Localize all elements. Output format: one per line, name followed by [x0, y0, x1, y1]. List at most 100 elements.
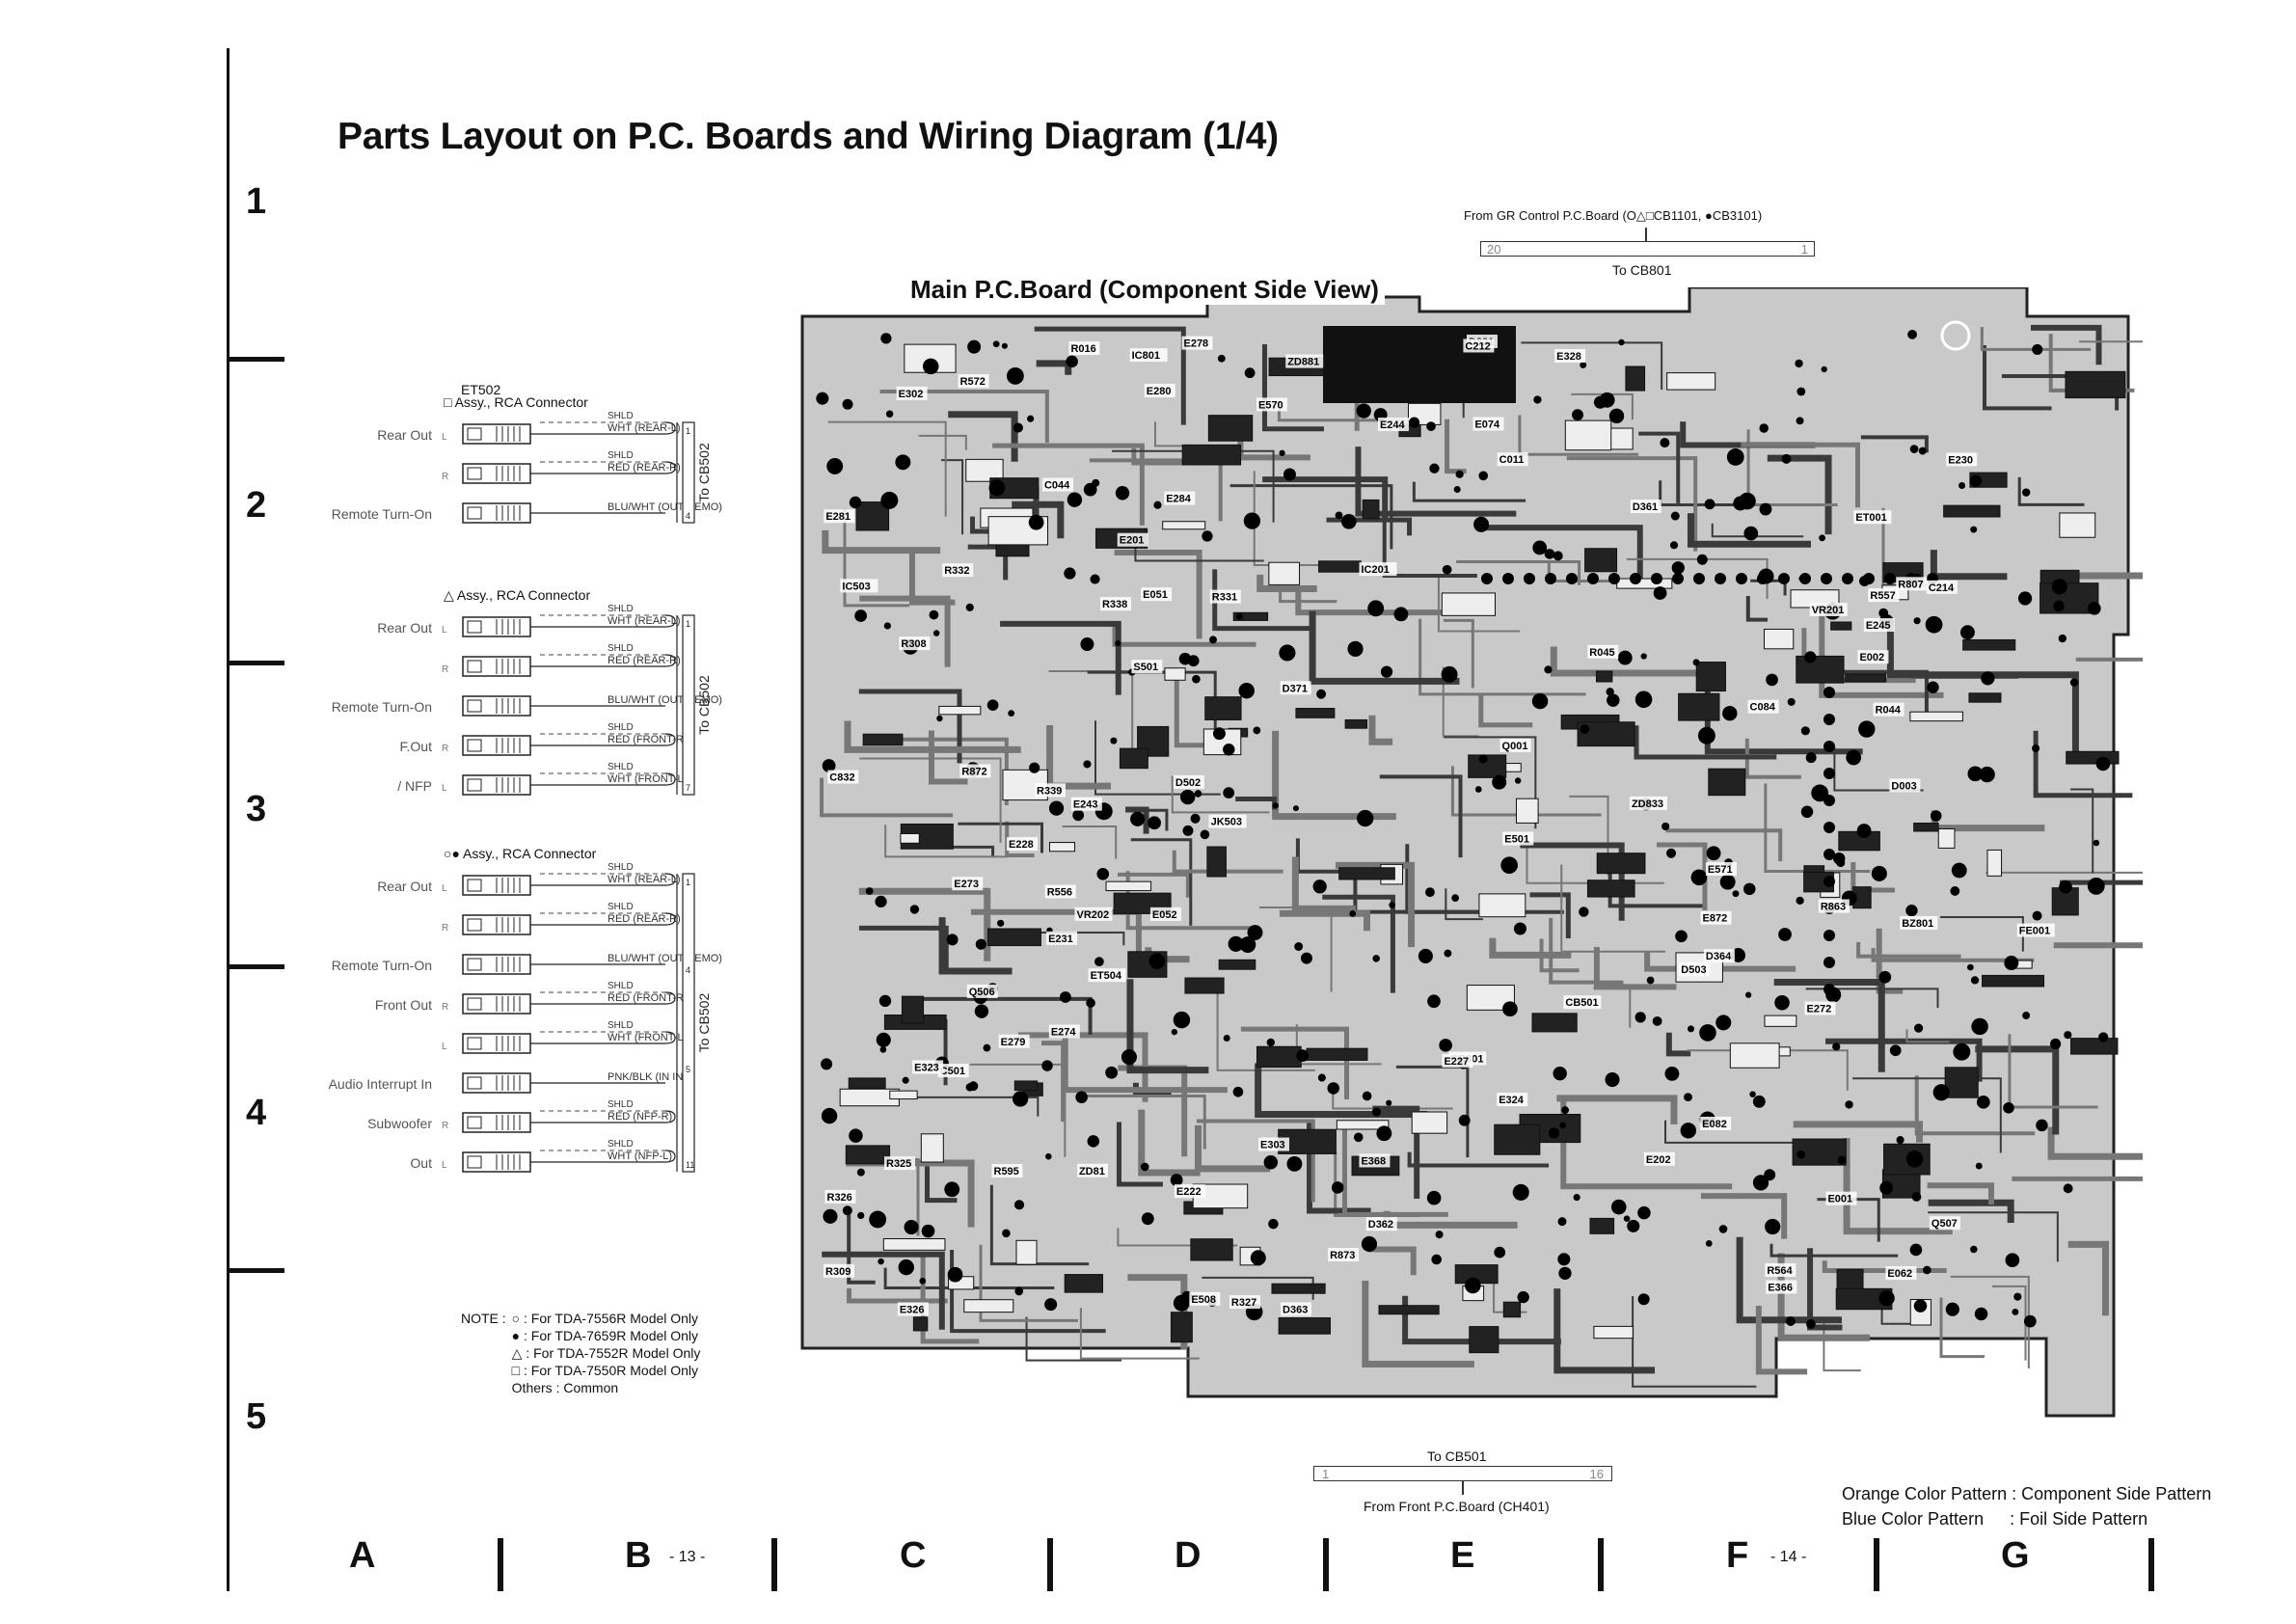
column-letter-e: E	[1450, 1535, 1475, 1576]
component-label: R308	[901, 638, 926, 650]
bottom-connector-strip: 1 16	[1313, 1466, 1612, 1481]
component-label: E245	[1866, 620, 1891, 632]
row-divider	[227, 661, 284, 665]
connector-side: R	[442, 664, 448, 675]
column-divider	[1874, 1538, 1879, 1591]
connector-label: Subwoofer	[367, 1116, 432, 1131]
component-label: E002	[1859, 652, 1884, 663]
pin-number: 4	[686, 965, 690, 975]
component-label: C501	[940, 1066, 965, 1077]
top-connector-pin-right: 1	[1800, 242, 1808, 257]
component-label: C044	[1044, 480, 1070, 492]
cb502-plug	[682, 421, 695, 524]
top-connector-source: From GR Control P.C.Board (O△□CB1101, ●C…	[1464, 208, 1763, 223]
shield-loop	[664, 772, 676, 786]
rca-plug-tip	[467, 660, 482, 673]
board-solder-pads	[816, 329, 2111, 1329]
connector-side: R	[442, 1002, 448, 1013]
component-label: E202	[1646, 1154, 1671, 1166]
component-label: R595	[994, 1166, 1019, 1177]
component-label: VR201	[1812, 605, 1845, 616]
component-label: C832	[829, 772, 854, 784]
wire-label: BLU/WHT (OUT-REMO)	[608, 953, 722, 964]
bottom-connector-source: From Front P.C.Board (CH401)	[1364, 1499, 1550, 1514]
shield-loop	[664, 421, 676, 435]
component-label: R331	[1212, 592, 1237, 604]
assembly-title: □ Assy., RCA Connector	[444, 395, 588, 410]
rca-plug-tip	[467, 997, 482, 1011]
connector-side: R	[442, 1121, 448, 1131]
pin-number: 1	[686, 426, 690, 436]
pin-number: 5	[686, 1065, 690, 1074]
component-label: E227	[1444, 1056, 1469, 1068]
component-label: E051	[1143, 589, 1168, 601]
component-label: E228	[1009, 839, 1034, 851]
shield-label: SHLD	[608, 1020, 634, 1031]
component-label: E230	[1948, 454, 1973, 466]
legend-value-1: : Component Side Pattern	[2012, 1484, 2212, 1503]
component-label: E279	[1001, 1037, 1026, 1048]
note-line-3: △ : For TDA-7552R Model Only	[511, 1345, 701, 1361]
component-label: IC801	[1132, 350, 1160, 362]
component-labels: JK503ET504S501D502D503CB801R595ET001D003…	[824, 334, 2055, 1316]
component-label: Q001	[1502, 741, 1528, 752]
shield-loop	[664, 614, 676, 628]
note-line-2: ● : For TDA-7659R Model Only	[511, 1328, 699, 1343]
shield-label: SHLD	[608, 604, 634, 614]
main-pcb-board: JK503ET504S501D502D503CB801R595ET001D003…	[783, 285, 2241, 1435]
shield-loop	[664, 461, 676, 474]
component-label: Q506	[969, 987, 995, 998]
wire-label: RED (FRONT-R)	[608, 992, 688, 1004]
shield-label: SHLD	[608, 902, 634, 912]
board-outline	[800, 285, 2130, 1418]
shield-label: SHLD	[608, 981, 634, 991]
legend-name-2: Blue Color Pattern	[1842, 1509, 1985, 1529]
component-label: D364	[1706, 951, 1732, 962]
component-label: E001	[1827, 1194, 1852, 1205]
rca-plug-tip	[467, 879, 482, 892]
pin-number: 1	[686, 878, 690, 887]
column-letter-a: A	[349, 1535, 376, 1576]
component-label: E324	[1499, 1095, 1525, 1106]
connector-label: Remote Turn-On	[332, 699, 432, 715]
component-label: E284	[1166, 494, 1192, 505]
component-label: D363	[1283, 1304, 1308, 1315]
column-letter-d: D	[1175, 1535, 1202, 1576]
rca-plug-tip	[467, 1076, 482, 1090]
model-note: NOTE : ○ : For TDA-7556R Model Only ● : …	[461, 1310, 700, 1396]
component-label: E274	[1051, 1027, 1077, 1039]
component-label: R564	[1767, 1265, 1793, 1277]
component-label: E273	[954, 879, 979, 890]
component-label: R326	[827, 1192, 852, 1204]
component-label: R873	[1330, 1250, 1355, 1261]
component-label: R332	[944, 565, 969, 577]
connector-side: R	[442, 923, 448, 934]
note-line-5: Others : Common	[511, 1380, 619, 1395]
wire-label: WHT (REAR-L)	[608, 874, 681, 885]
cb502-label: To CB502	[696, 443, 712, 502]
component-label: R309	[825, 1266, 851, 1278]
shield-label: SHLD	[608, 1139, 634, 1150]
connector-side: L	[442, 432, 447, 443]
component-label: IC201	[1361, 564, 1389, 576]
row-divider	[227, 357, 284, 362]
component-label: VR202	[1076, 909, 1109, 921]
component-label: ZD881	[1287, 357, 1319, 368]
connector-side: L	[442, 1160, 447, 1171]
wire-label: WHT (NFP-L)	[608, 1150, 672, 1162]
top-connector-to: To CB801	[1612, 262, 1672, 278]
top-connector-lead	[1645, 228, 1647, 241]
component-label: R044	[1876, 705, 1902, 717]
component-label: D502	[1175, 777, 1201, 789]
component-label: E323	[914, 1062, 939, 1073]
component-label: E326	[900, 1304, 925, 1315]
component-label: R016	[1070, 343, 1095, 355]
component-label: E570	[1258, 399, 1283, 411]
assembly-title: △ Assy., RCA Connector	[444, 587, 590, 603]
rca-plug-tip	[467, 739, 482, 752]
row-number-4: 4	[246, 1093, 267, 1133]
component-label: E501	[1504, 834, 1529, 846]
component-label: E272	[1807, 1003, 1832, 1015]
shield-loop	[664, 912, 676, 926]
